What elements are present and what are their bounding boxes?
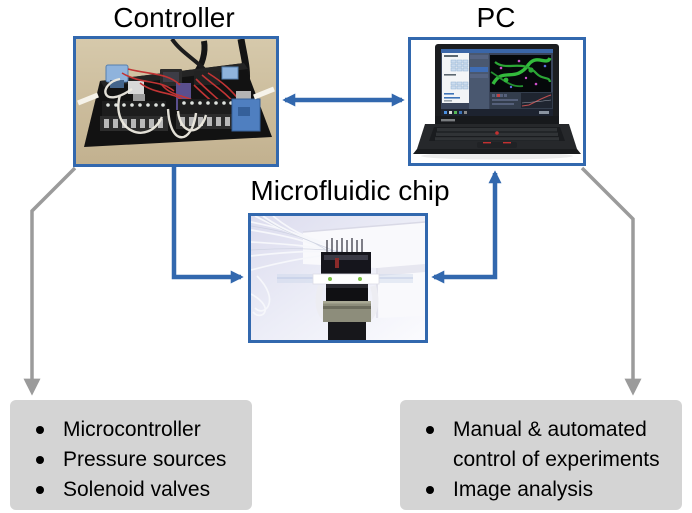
lenovo-logo [441, 119, 455, 122]
controller-info-list: Microcontroller Pressure sources Solenoi… [10, 415, 252, 505]
controller-title: Controller [113, 2, 235, 33]
intensity-chart [521, 93, 552, 108]
chip-title: Microfluidic chip [250, 175, 450, 206]
controller-info-box: Microcontroller Pressure sources Solenoi… [10, 400, 252, 510]
pc-info-list: Manual & automated control of experiment… [400, 415, 682, 505]
chip-photo-art [251, 216, 425, 340]
list-item: Solenoid valves [34, 475, 244, 505]
controller-photo [73, 36, 279, 167]
clear-tubing [104, 77, 208, 139]
pc-title: PC [476, 2, 516, 33]
glass-chip [312, 238, 380, 285]
laptop-keyboard [413, 124, 581, 154]
fluorescence-image [490, 55, 552, 92]
pc-info-box: Manual & automated control of experiment… [400, 400, 682, 510]
taskbar [441, 109, 553, 116]
list-item: Manual & automated control of experiment… [424, 415, 674, 475]
list-item: Image analysis [424, 475, 674, 505]
control-software-panel [442, 53, 469, 103]
list-item: Pressure sources [34, 445, 244, 475]
arrow-controller-info [23, 166, 77, 396]
list-item: Microcontroller [34, 415, 244, 445]
microscope-objective [315, 284, 379, 340]
controller-photo-art [76, 39, 276, 164]
arrow-pc-info [580, 166, 642, 396]
chip-photo [248, 213, 428, 343]
pc-photo [408, 37, 586, 166]
arrow-controller-chip [171, 167, 244, 284]
pc-photo-art [411, 40, 583, 163]
